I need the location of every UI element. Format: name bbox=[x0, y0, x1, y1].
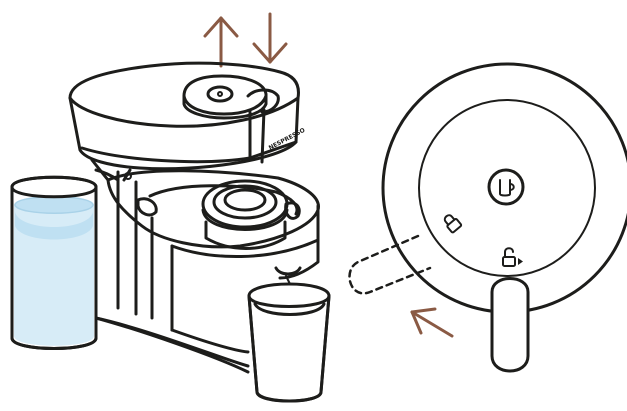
lid-top-view bbox=[348, 62, 627, 373]
up-down-arrows bbox=[203, 12, 288, 68]
arrow-diagonal-icon bbox=[410, 307, 454, 338]
lid-handle bbox=[490, 277, 530, 373]
lock-open-icon bbox=[502, 247, 523, 267]
arrow-down-icon bbox=[252, 12, 288, 64]
capsule-holder bbox=[106, 168, 320, 250]
lid-handle-dashed bbox=[348, 234, 432, 295]
cup-button bbox=[487, 168, 525, 206]
arrow-up-icon bbox=[203, 16, 239, 68]
coffee-cup bbox=[247, 282, 331, 403]
water-surface bbox=[14, 196, 94, 214]
lock-closed-icon bbox=[443, 214, 463, 234]
water-body bbox=[14, 196, 94, 346]
water-tank bbox=[10, 175, 98, 350]
water-band bbox=[15, 212, 93, 240]
machine-lid: NESPRESSO bbox=[68, 61, 306, 182]
cup-icon bbox=[499, 179, 515, 197]
machine-body bbox=[94, 170, 320, 374]
